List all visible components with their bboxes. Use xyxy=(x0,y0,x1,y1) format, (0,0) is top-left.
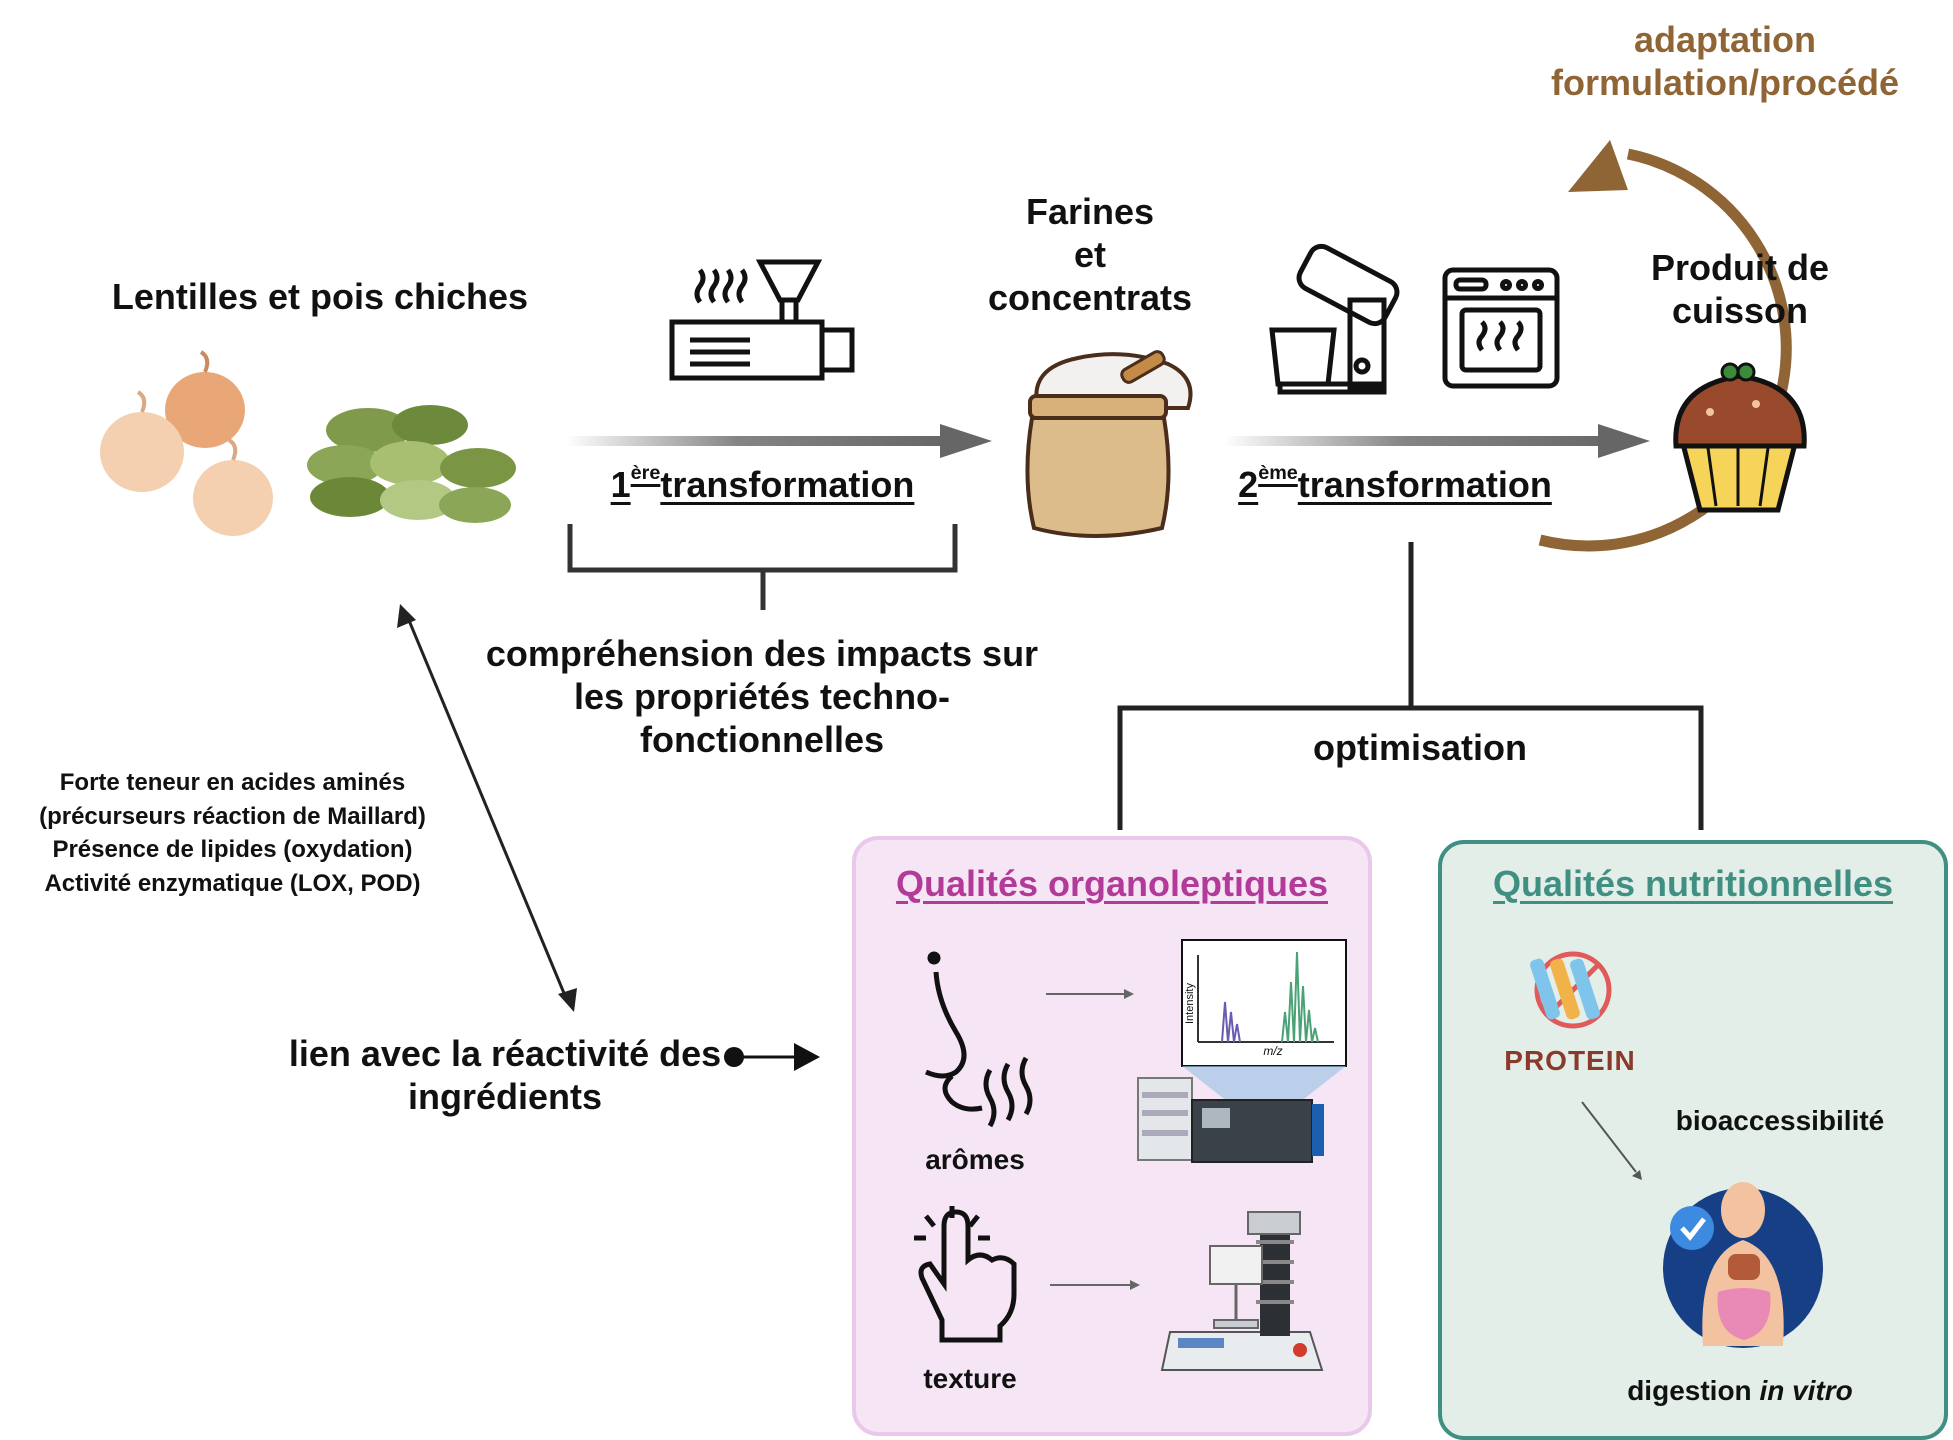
reactivity-line1: lien avec la réactivité des xyxy=(288,1033,722,1074)
bioaccessibility-arrow xyxy=(1581,1101,1642,1180)
product-label-line2: cuisson xyxy=(1671,290,1809,332)
digestive-system-icon xyxy=(1663,1182,1823,1348)
composition-link-arrow xyxy=(397,604,577,1012)
reactivity-connector xyxy=(724,1043,820,1071)
second-transformation-suffix: ème xyxy=(1258,462,1298,484)
flours-label-line1: Farines xyxy=(1025,191,1155,232)
impacts-label-line1: compréhension des impacts sur xyxy=(485,633,1039,674)
flours-label-line2: et xyxy=(1073,234,1106,276)
spectrum-xlabel: m/z xyxy=(1263,1044,1283,1058)
impacts-label-line2: les propriétés techno- xyxy=(573,676,951,718)
optimisation-bracket xyxy=(1117,542,1704,830)
reactivity-label: lien avec la réactivité des ingrédients xyxy=(280,1032,730,1118)
second-transformation-word: transformation xyxy=(1297,463,1552,505)
composition-line3: Présence de lipides (oxydation) xyxy=(52,836,413,864)
composition-label: Forte teneur en acides aminés (précurseu… xyxy=(0,766,465,900)
extruder-icon xyxy=(669,259,855,381)
spectrum-ylabel: Intensity xyxy=(1184,983,1196,1024)
second-transformation-arrow xyxy=(1224,424,1650,458)
product-label: Produit de cuisson xyxy=(1590,246,1890,332)
organoleptic-title: Qualités organoleptiques xyxy=(895,863,1329,904)
impacts-bracket xyxy=(567,524,958,610)
cupcake-icon xyxy=(1673,362,1807,513)
aroma-label: arômes xyxy=(925,1144,1025,1175)
texture-label: texture xyxy=(923,1363,1017,1394)
optimisation-label: optimisation xyxy=(1313,727,1527,768)
adaptation-label-line1: adaptation xyxy=(1633,19,1816,60)
texture-analyzer-icon xyxy=(1160,1211,1324,1371)
bioaccessibility-label: bioaccessibilité xyxy=(1675,1105,1885,1136)
raw-materials-title: Lentilles et pois chiches xyxy=(111,276,529,317)
second-transformation-number: 2 xyxy=(1238,463,1259,505)
mixer-icon xyxy=(1269,243,1400,395)
oven-icon xyxy=(1442,267,1560,389)
digestion-label: digestion in vitro xyxy=(1580,1374,1900,1408)
adaptation-label-line2: formulation/procédé xyxy=(1550,62,1900,104)
composition-line4: Activité enzymatique (LOX, POD) xyxy=(44,869,421,897)
flour-sack-icon xyxy=(1025,350,1193,538)
touch-finger-icon xyxy=(914,1206,1017,1343)
mass-spectrum-plot xyxy=(1181,939,1347,1102)
nose-smell-icon xyxy=(924,951,1033,1128)
first-transformation-number: 1 xyxy=(610,463,631,505)
aroma-analysis-arrow xyxy=(1046,989,1134,999)
adaptation-label: adaptation formulation/procédé xyxy=(1520,18,1930,104)
first-transformation-suffix: ère xyxy=(630,462,661,484)
reactivity-line2: ingrédients xyxy=(407,1076,603,1118)
composition-line1: Forte teneur en acides aminés xyxy=(59,769,406,796)
product-label-line1: Produit de xyxy=(1651,247,1829,288)
second-transformation-label: 2èmetransformation xyxy=(1200,462,1590,506)
first-transformation-arrow xyxy=(566,424,992,458)
composition-line2: (précurseurs réaction de Maillard) xyxy=(39,802,426,830)
digestion-prefix: digestion xyxy=(1627,1375,1760,1406)
first-transformation-label: 1èretransformation xyxy=(570,462,955,506)
lentils-icon xyxy=(307,405,516,523)
impacts-label-line3: fonctionnelles xyxy=(639,719,885,761)
mass-spectrometer-icon xyxy=(1137,1077,1324,1163)
impacts-label: compréhension des impacts sur les propri… xyxy=(462,632,1062,762)
chickpeas-icon xyxy=(100,350,273,536)
texture-analysis-arrow xyxy=(1050,1280,1140,1290)
nutritional-panel xyxy=(1438,840,1948,1440)
flours-label: Farines et concentrats xyxy=(960,190,1220,320)
digestion-italic: in vitro xyxy=(1759,1375,1853,1406)
nutritional-title: Qualités nutritionnelles xyxy=(1492,863,1894,904)
protein-icon xyxy=(1530,951,1612,1029)
flours-label-line3: concentrats xyxy=(987,277,1193,319)
first-transformation-word: transformation xyxy=(660,463,915,505)
protein-label: PROTEIN xyxy=(1504,1045,1636,1076)
